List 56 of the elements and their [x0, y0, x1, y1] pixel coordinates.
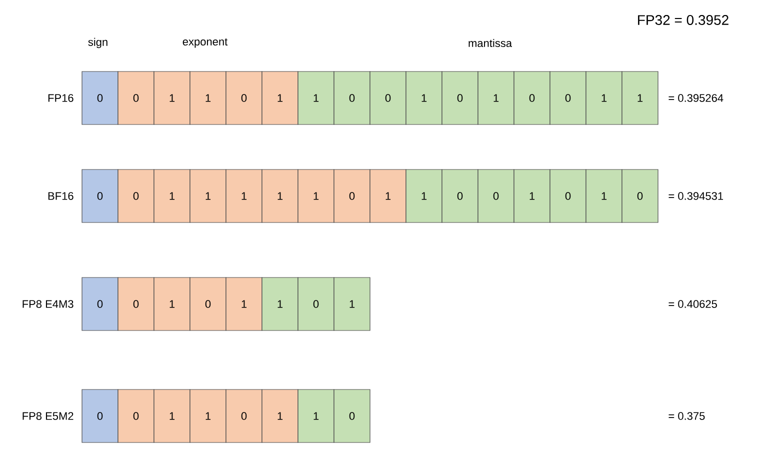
value-label: = 0.40625: [668, 300, 717, 308]
value-label: = 0.395264: [668, 94, 724, 102]
exponent-bit-cell: 0: [190, 277, 226, 331]
sign-bit-cell: 0: [82, 71, 118, 125]
mantissa-bit-cell: 0: [334, 389, 370, 443]
mantissa-bit-cell: 0: [370, 71, 406, 125]
column-heading: sign: [88, 38, 108, 48]
mantissa-bit-cell: 1: [334, 277, 370, 331]
exponent-bit-cell: 1: [190, 71, 226, 125]
exponent-bit-cell: 0: [118, 277, 154, 331]
value-label: = 0.394531: [668, 192, 724, 200]
mantissa-bit-cell: 1: [298, 389, 334, 443]
mantissa-bit-cell: 1: [514, 169, 550, 223]
exponent-bit-cell: 1: [190, 169, 226, 223]
exponent-bit-cell: 0: [118, 389, 154, 443]
exponent-bit-cell: 1: [298, 169, 334, 223]
mantissa-bit-cell: 1: [586, 71, 622, 125]
exponent-bit-cell: 0: [334, 169, 370, 223]
exponent-bit-cell: 1: [154, 169, 190, 223]
exponent-bit-cell: 0: [118, 169, 154, 223]
mantissa-bit-cell: 1: [262, 277, 298, 331]
sign-bit-cell: 0: [82, 389, 118, 443]
mantissa-bit-cell: 1: [622, 71, 658, 125]
mantissa-bit-cell: 0: [334, 71, 370, 125]
sign-bit-cell: 0: [82, 277, 118, 331]
mantissa-bit-cell: 0: [442, 169, 478, 223]
exponent-bit-cell: 1: [226, 277, 262, 331]
mantissa-bit-cell: 0: [550, 169, 586, 223]
mantissa-bit-cell: 0: [550, 71, 586, 125]
mantissa-bit-cell: 1: [406, 71, 442, 125]
exponent-bit-cell: 1: [154, 389, 190, 443]
column-heading: mantissa: [468, 38, 512, 48]
title: FP32 = 0.3952: [638, 15, 728, 25]
mantissa-bit-cell: 1: [406, 169, 442, 223]
mantissa-bit-cell: 0: [298, 277, 334, 331]
exponent-bit-cell: 0: [118, 71, 154, 125]
exponent-bit-cell: 0: [226, 71, 262, 125]
exponent-bit-cell: 1: [370, 169, 406, 223]
sign-bit-cell: 0: [82, 169, 118, 223]
exponent-bit-cell: 1: [190, 389, 226, 443]
exponent-bit-cell: 1: [154, 71, 190, 125]
exponent-bit-cell: 1: [154, 277, 190, 331]
mantissa-bit-cell: 0: [514, 71, 550, 125]
exponent-bit-cell: 1: [262, 169, 298, 223]
mantissa-bit-cell: 1: [478, 71, 514, 125]
exponent-bit-cell: 1: [262, 71, 298, 125]
exponent-bit-cell: 1: [226, 169, 262, 223]
mantissa-bit-cell: 0: [442, 71, 478, 125]
mantissa-bit-cell: 1: [586, 169, 622, 223]
exponent-bit-cell: 1: [262, 389, 298, 443]
mantissa-bit-cell: 1: [298, 71, 334, 125]
column-heading: exponent: [182, 38, 228, 48]
exponent-bit-cell: 0: [226, 389, 262, 443]
mantissa-bit-cell: 0: [478, 169, 514, 223]
value-label: = 0.375: [668, 412, 705, 420]
mantissa-bit-cell: 0: [622, 169, 658, 223]
